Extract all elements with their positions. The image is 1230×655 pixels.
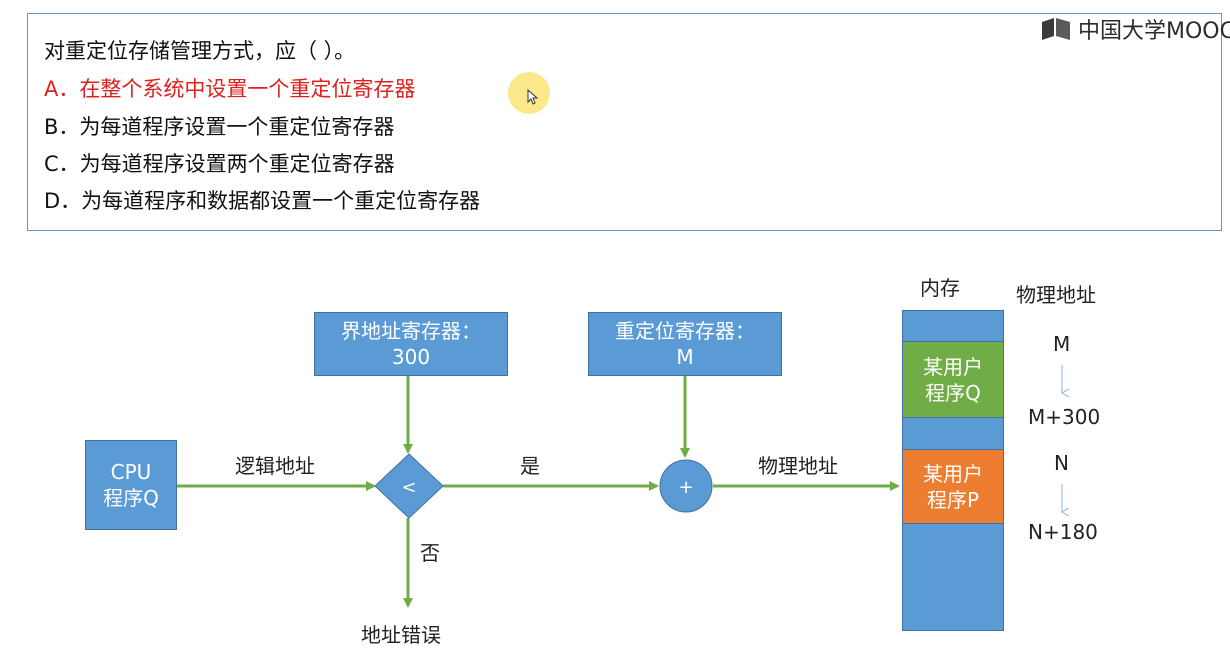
cpu-label: CPU <box>110 460 152 484</box>
physical-address-title: 物理地址 <box>1016 283 1096 307</box>
cpu-node: CPU 程序Q <box>85 440 177 530</box>
option-b: B．为每道程序设置一个重定位寄存器 <box>44 115 395 139</box>
add-symbol: + <box>678 477 693 498</box>
mooc-logo: 中国大学MOOC <box>1040 12 1230 46</box>
bound-register-value: 300 <box>391 345 431 369</box>
edge-label-physical-address: 物理地址 <box>758 454 838 478</box>
memory-block-program-p: 某用户 程序P <box>902 449 1004 524</box>
address-m: M <box>1053 332 1071 356</box>
bound-register-title: 界地址寄存器： <box>341 319 481 343</box>
option-d: D．为每道程序和数据都设置一个重定位寄存器 <box>44 189 481 213</box>
address-n-plus-180: N+180 <box>1028 520 1098 544</box>
cpu-program-label: 程序Q <box>103 486 159 510</box>
edge-label-no: 否 <box>420 541 440 565</box>
option-c: C．为每道程序设置两个重定位寄存器 <box>44 152 395 176</box>
memory-title: 内存 <box>920 276 960 300</box>
memory-block-program-q: 某用户 程序Q <box>902 341 1004 418</box>
address-m-plus-300: M+300 <box>1028 405 1101 429</box>
relocation-register-value: M <box>676 345 694 369</box>
address-n: N <box>1054 451 1069 475</box>
mooc-logo-text: 中国大学MOOC <box>1078 19 1230 44</box>
question-panel: 对重定位存储管理方式，应（ ）。 A．在整个系统中设置一个重定位寄存器 B．为每… <box>27 13 1222 231</box>
option-a-answer: A．在整个系统中设置一个重定位寄存器 <box>44 77 416 101</box>
mooc-logo-icon <box>1042 18 1070 40</box>
block-q-line1: 某用户 <box>923 354 983 379</box>
block-q-line2: 程序Q <box>925 380 981 405</box>
mouse-pointer-icon <box>527 89 539 105</box>
edge-label-yes: 是 <box>520 454 540 478</box>
bound-register-node: 界地址寄存器： 300 <box>314 312 508 376</box>
compare-diamond <box>374 453 444 519</box>
block-p-line2: 程序P <box>926 487 980 512</box>
question-stem: 对重定位存储管理方式，应（ ）。 <box>44 39 356 63</box>
compare-symbol: < <box>401 477 416 498</box>
add-circle <box>659 459 713 513</box>
relocation-register-node: 重定位寄存器： M <box>588 312 782 376</box>
edge-label-logical-address: 逻辑地址 <box>235 454 315 478</box>
block-p-line1: 某用户 <box>923 461 983 486</box>
relocation-register-title: 重定位寄存器： <box>615 319 755 343</box>
address-error-label: 地址错误 <box>361 623 441 647</box>
